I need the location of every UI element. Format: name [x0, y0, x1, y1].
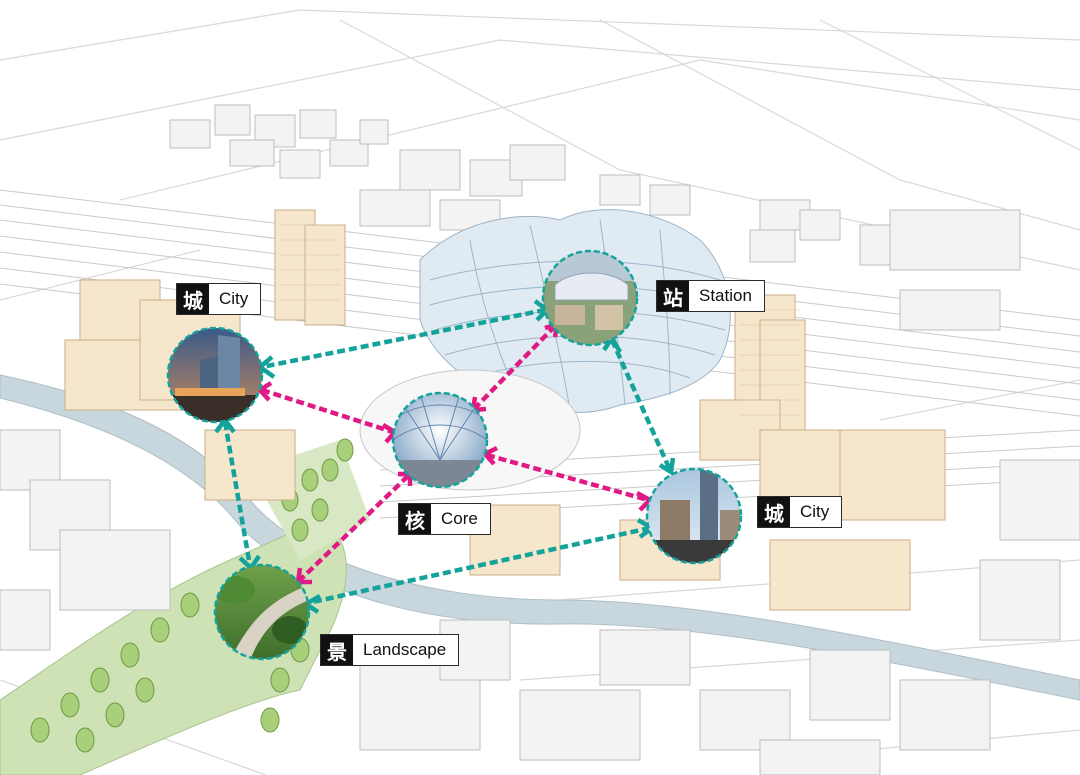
- label-station: 站 Station: [656, 280, 765, 312]
- label-core: 核 Core: [398, 503, 491, 535]
- node-station[interactable]: [541, 249, 639, 347]
- trees: [30, 438, 354, 753]
- context-buildings: [0, 104, 1080, 775]
- link-station-core: [473, 324, 557, 410]
- label-station-text: Station: [699, 286, 752, 305]
- link-city-left-core: [261, 387, 394, 435]
- label-landscape: 景 Landscape: [320, 634, 460, 666]
- label-city-left: 城 City: [176, 283, 262, 315]
- node-core[interactable]: [391, 391, 489, 489]
- link-core-city-right: [486, 452, 649, 503]
- label-core-glyph: 核: [399, 504, 431, 534]
- link-city-left-landscape: [222, 421, 253, 567]
- station-aerial-photo-icon: [543, 251, 637, 345]
- node-landscape[interactable]: [213, 563, 311, 661]
- label-station-glyph: 站: [657, 281, 689, 311]
- city-tower-photo-icon: [168, 328, 262, 422]
- node-city-right[interactable]: [645, 467, 743, 565]
- label-city-left-text: City: [219, 289, 249, 308]
- link-arrows: [222, 307, 673, 606]
- link-city-right-landscape: [307, 525, 651, 606]
- label-core-text: Core: [441, 509, 478, 528]
- link-station-city-left: [261, 307, 546, 370]
- link-core-landscape: [298, 474, 410, 582]
- focus-buildings: [64, 209, 946, 611]
- label-landscape-glyph: 景: [321, 635, 353, 665]
- label-city-right: 城 City: [757, 496, 843, 528]
- label-landscape-text: Landscape: [363, 640, 447, 659]
- label-city-right-text: City: [800, 502, 830, 521]
- label-city-left-glyph: 城: [177, 284, 209, 314]
- node-city-left[interactable]: [166, 326, 264, 424]
- label-city-right-glyph: 城: [758, 497, 790, 527]
- tower-windows: [280, 224, 800, 416]
